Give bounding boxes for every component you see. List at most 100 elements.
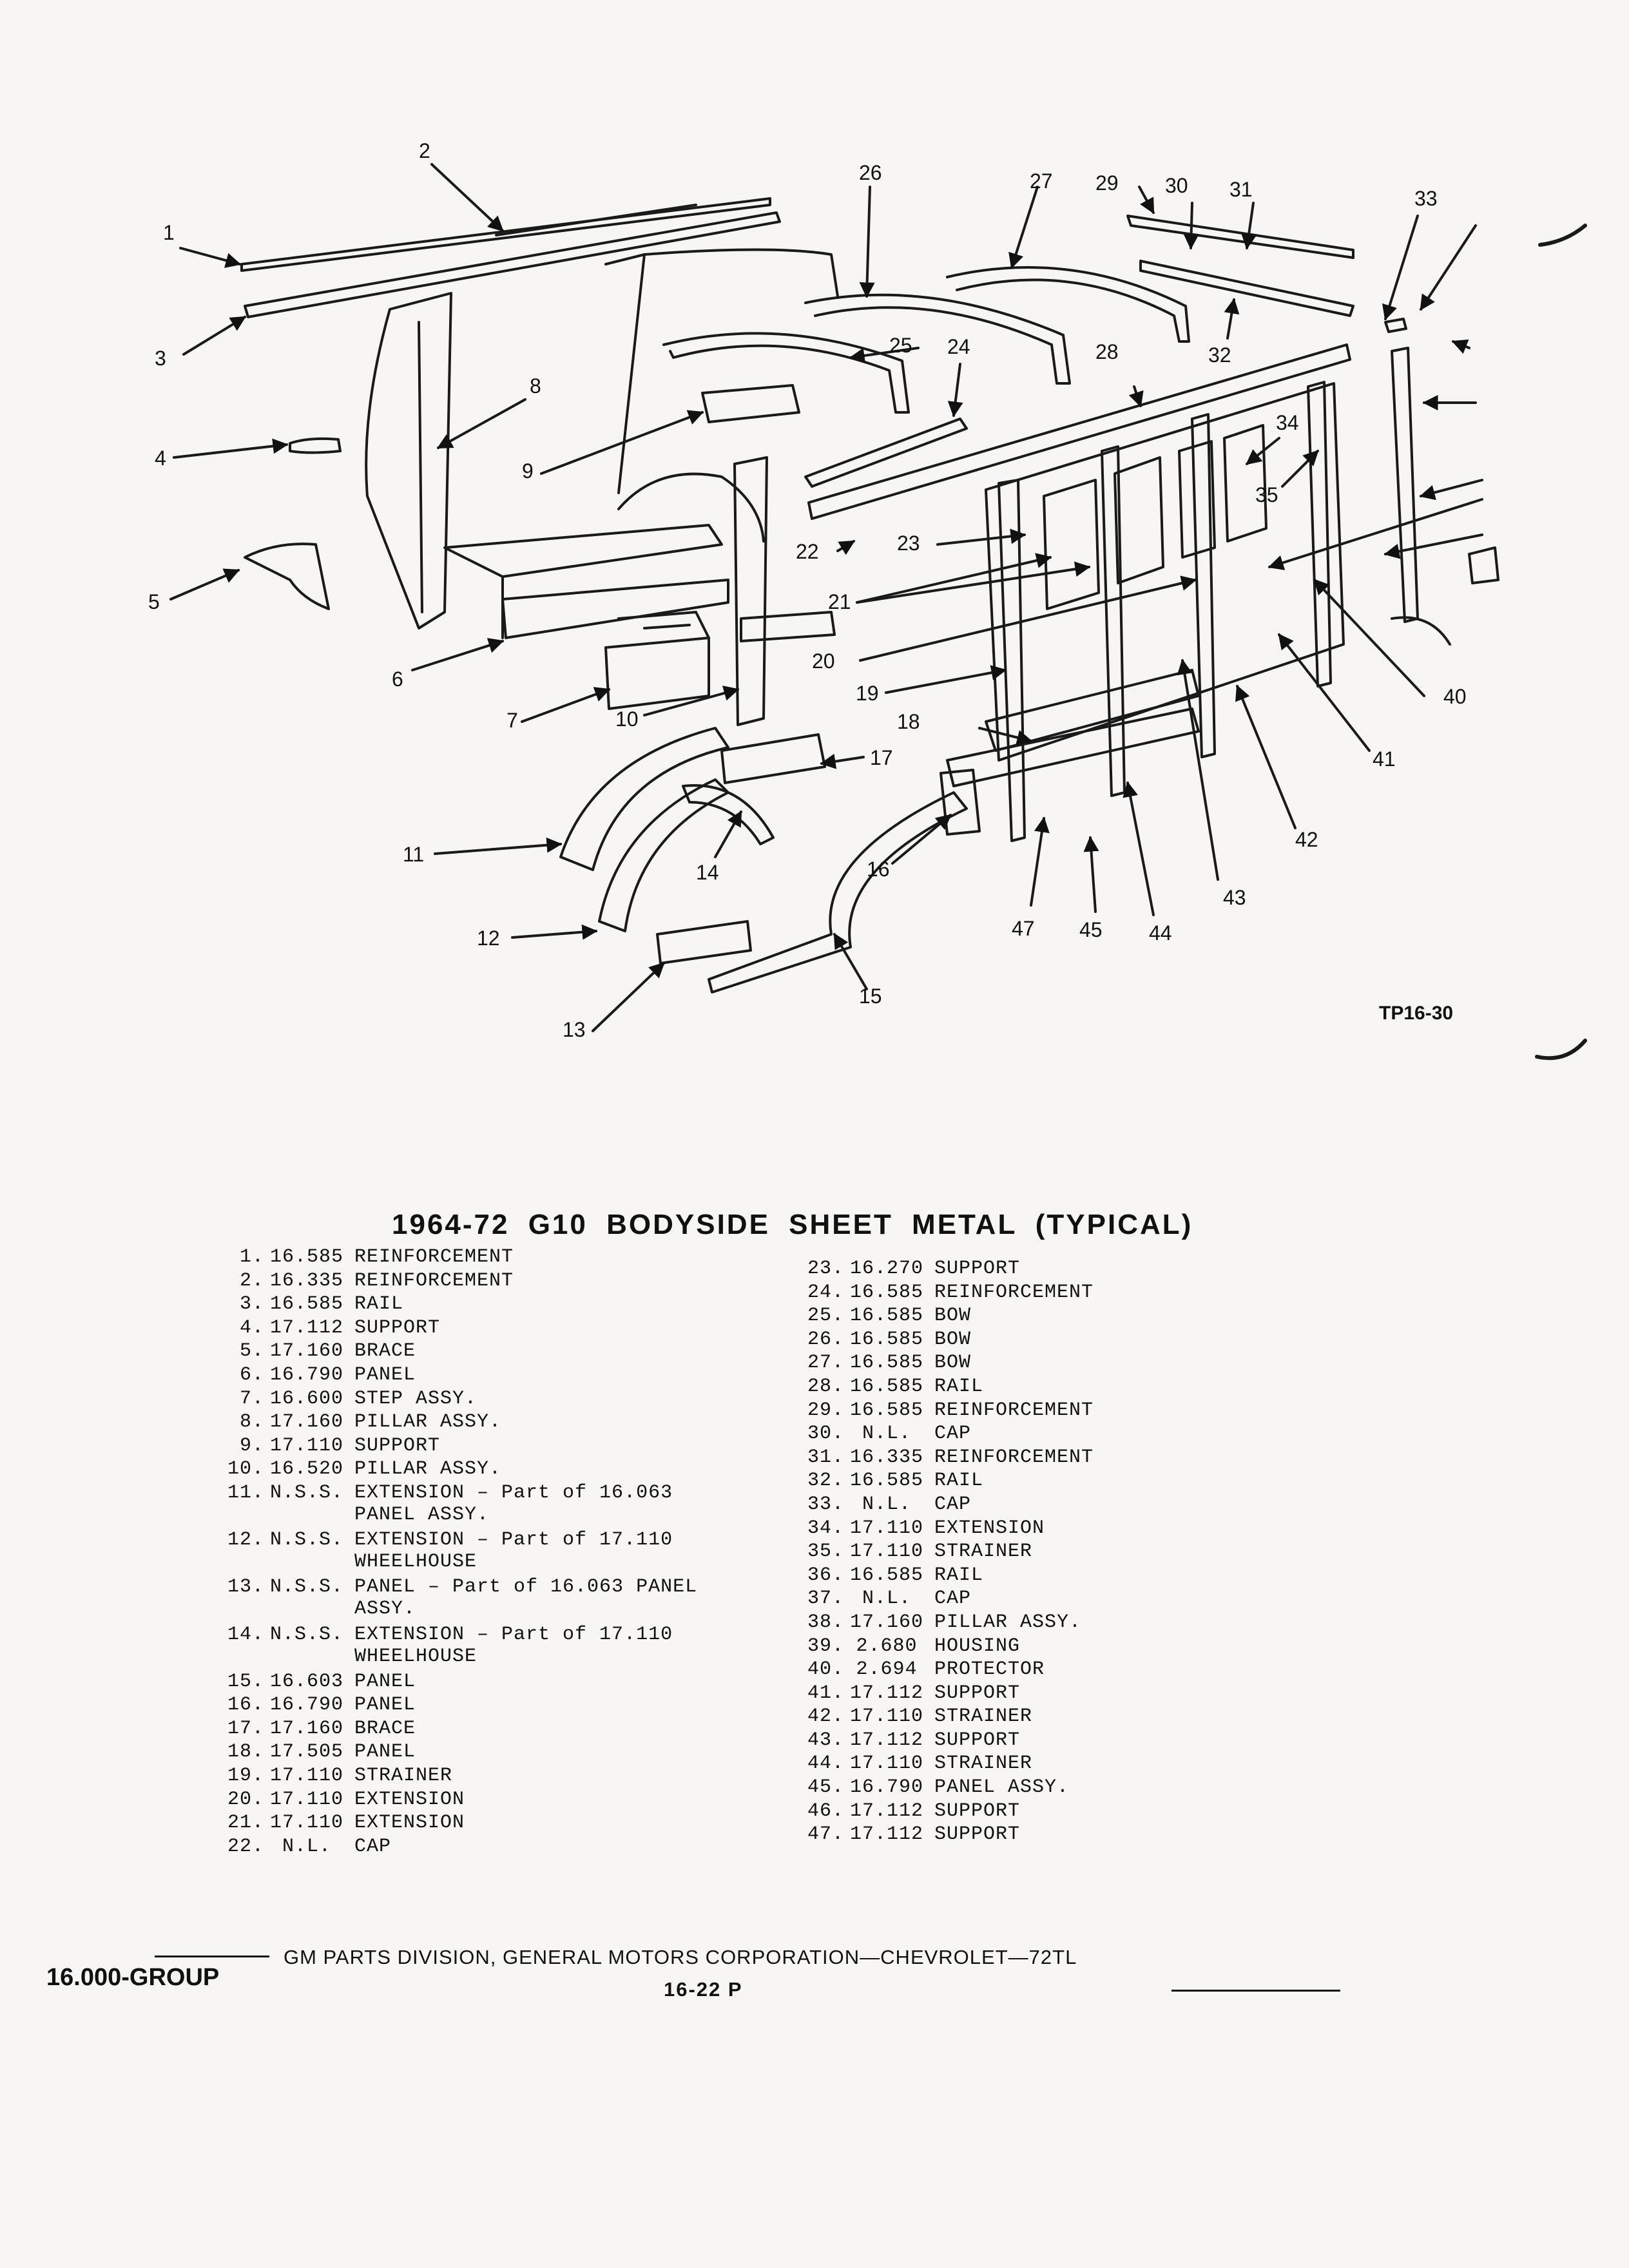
callout-33: 33: [1414, 187, 1438, 210]
item-description: CAP: [934, 1588, 972, 1610]
item-group-number: 17.112: [849, 1800, 924, 1822]
callout-12: 12: [477, 927, 500, 950]
item-number: 7.: [239, 1387, 264, 1410]
item-group-number: 17.110: [849, 1753, 924, 1775]
callout-22: 22: [796, 540, 819, 563]
callout-13: 13: [563, 1018, 586, 1041]
parts-list-item: 15.16.603 PANEL: [226, 1671, 715, 1695]
item-number: 18.: [227, 1741, 264, 1763]
parts-list-item: 37.N.L.CAP: [805, 1588, 1094, 1611]
item-number: 13.: [227, 1576, 264, 1599]
item-number: 47.: [807, 1823, 844, 1846]
item-group-number: 16.603: [269, 1670, 344, 1693]
item-description: STRAINER: [934, 1753, 1033, 1775]
item-number: 9.: [239, 1434, 264, 1457]
item-number: 8.: [239, 1411, 264, 1434]
item-group-number: 17.110: [269, 1788, 344, 1811]
callout-30: 30: [1165, 174, 1188, 197]
parts-list-item: 44.17.110 STRAINER: [805, 1753, 1094, 1776]
item-number: 10.: [227, 1458, 264, 1481]
parts-list-item: 30.N.L.CAP: [805, 1423, 1094, 1446]
callout-40: 40: [1443, 685, 1467, 708]
item-number: 17.: [227, 1717, 264, 1740]
item-description: STEP ASSY.: [354, 1387, 477, 1410]
callout-29: 29: [1095, 171, 1119, 195]
item-description: PROTECTOR: [934, 1658, 1045, 1681]
leader-lines: [169, 163, 1483, 1032]
item-number: 25.: [807, 1305, 844, 1327]
callout-20: 20: [812, 649, 835, 673]
item-number: 37.: [807, 1588, 844, 1610]
parts-list-item: 11.N.S.S.EXTENSION – Part of 16.063 PANE…: [226, 1482, 715, 1529]
item-number: 15.: [227, 1670, 264, 1693]
item-number: 14.: [227, 1623, 264, 1646]
callout-32: 32: [1208, 343, 1231, 367]
callout-23: 23: [897, 532, 920, 555]
item-group-number: N.L.: [862, 1493, 911, 1515]
item-group-number: 17.160: [269, 1717, 344, 1740]
item-number: 42.: [807, 1706, 844, 1728]
callout-18: 18: [897, 710, 920, 733]
item-group-number: 17.110: [849, 1706, 924, 1728]
item-description: EXTENSION: [934, 1517, 1045, 1539]
item-number: 40.: [807, 1658, 844, 1681]
callout-17: 17: [870, 746, 893, 769]
item-group-number: 17.505: [269, 1741, 344, 1763]
parts-list-item: 33.N.L.CAP: [805, 1494, 1094, 1517]
item-description: SUPPORT: [934, 1823, 1021, 1846]
page-title: 1964-72 G10 BODYSIDE SHEET METAL (TYPICA…: [392, 1209, 1193, 1240]
item-group-number: 16.585: [849, 1328, 924, 1350]
item-group-number: 17.112: [849, 1682, 924, 1704]
page-edge-marks: [1535, 224, 1587, 1061]
item-group-number: 17.112: [849, 1729, 924, 1751]
item-number: 2.: [239, 1269, 264, 1292]
item-group-number: 16.335: [849, 1446, 924, 1468]
callout-11: 11: [403, 843, 425, 866]
item-number: 20.: [227, 1788, 264, 1811]
callout-7: 7: [506, 709, 518, 732]
item-description: PILLAR ASSY.: [354, 1458, 502, 1481]
item-number: 21.: [227, 1812, 264, 1834]
item-description: SUPPORT: [934, 1800, 1021, 1822]
item-description: PANEL: [354, 1670, 416, 1693]
footer-group-label: 16.000-GROUP: [46, 1964, 220, 1991]
item-group-number: 16.585: [269, 1246, 344, 1268]
item-description: RAIL: [934, 1470, 984, 1492]
item-description: EXTENSION – Part of 17.110 WHEELHOUSE: [354, 1529, 673, 1573]
callout-42: 42: [1295, 828, 1318, 851]
item-number: 16.: [227, 1694, 264, 1716]
item-number: 12.: [227, 1529, 264, 1552]
callout-19: 19: [856, 682, 879, 705]
item-number: 6.: [239, 1363, 264, 1386]
footer-page-number: 16-22 P: [664, 1978, 743, 2001]
item-number: 11.: [227, 1481, 264, 1504]
item-description: RAIL: [354, 1293, 404, 1316]
item-description: SUPPORT: [934, 1258, 1021, 1280]
parts-list-item: 13.N.S.S.PANEL – Part of 16.063 PANEL AS…: [226, 1576, 715, 1623]
item-group-number: 16.585: [849, 1281, 924, 1303]
item-description: PANEL ASSY.: [934, 1776, 1070, 1799]
item-description: EXTENSION: [354, 1788, 465, 1811]
item-description: REINFORCEMENT: [934, 1399, 1094, 1421]
item-number: 5.: [239, 1340, 264, 1363]
callout-47: 47: [1012, 917, 1035, 940]
item-number: 44.: [807, 1753, 844, 1775]
item-number: 39.: [807, 1635, 844, 1657]
item-description: BOW: [934, 1352, 972, 1374]
callout-8: 8: [530, 374, 541, 398]
